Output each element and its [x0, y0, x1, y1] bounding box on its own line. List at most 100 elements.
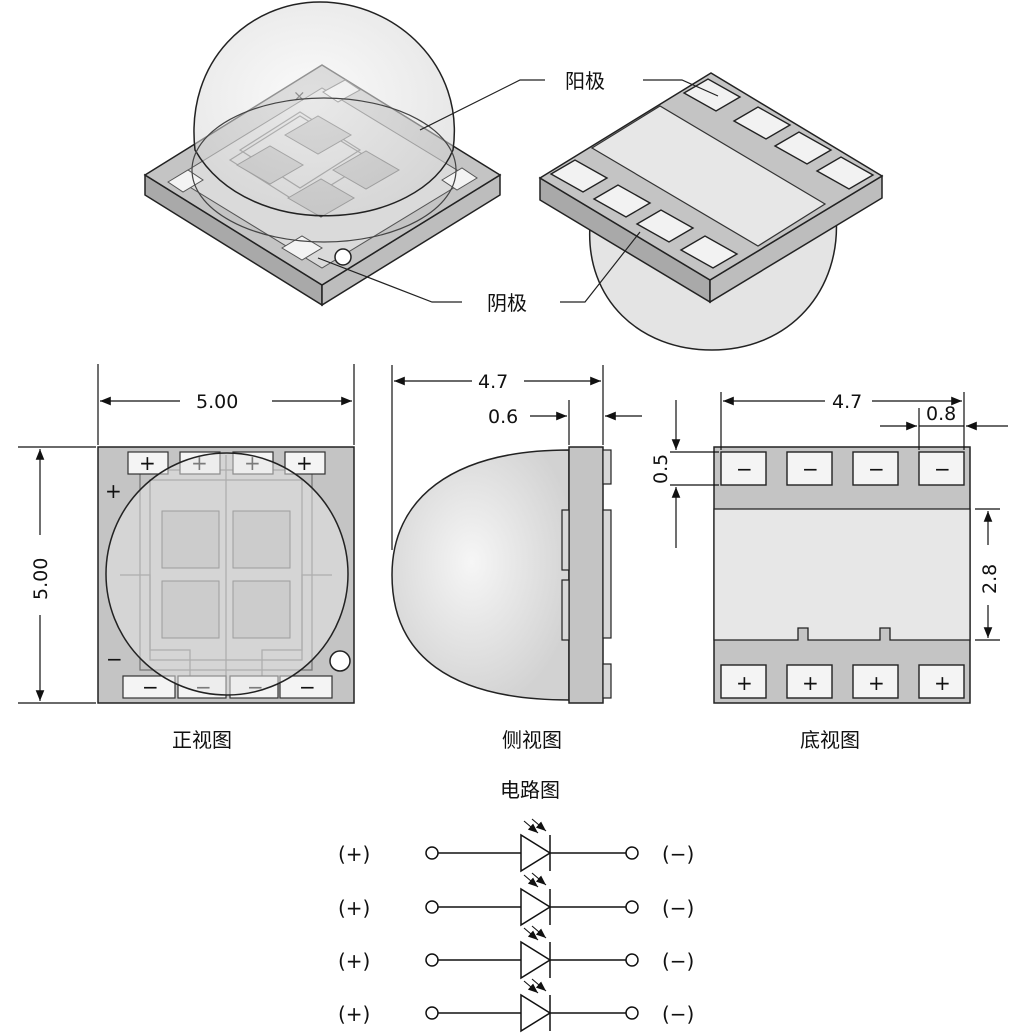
side-substrate	[568, 446, 604, 704]
iso-bottom-pad	[679, 235, 739, 269]
iso-bottom-pad	[773, 131, 833, 165]
bottom-bottom-pad-mark: +	[934, 671, 951, 695]
circuit-minus-label: (−)	[662, 949, 694, 973]
front-top-pad-mark: +	[296, 451, 313, 475]
bottom-top-pad-mark: −	[802, 457, 819, 481]
led-symbol	[520, 887, 552, 927]
circuit-terminal-minus	[625, 953, 639, 967]
led-light-arrow	[523, 980, 539, 994]
front-dimension-lines	[18, 364, 355, 704]
led-light-arrow	[531, 925, 547, 939]
front-height-label: 5.00	[30, 558, 52, 600]
bottom-width-label: 4.7	[832, 391, 862, 413]
iso-bottom-pad	[549, 159, 609, 193]
circuit-row: (+) (−)	[338, 925, 694, 980]
iso-lens	[193, 1, 456, 217]
led-light-arrow	[531, 872, 547, 886]
circuit-terminal-minus	[625, 1006, 639, 1020]
bottom-top-pad-mark: −	[934, 457, 951, 481]
iso-front-package: ×	[143, 1, 502, 307]
circuit-row: (+) (−)	[338, 872, 694, 927]
iso-bottom-pad	[732, 106, 792, 140]
circuit-terminal-plus	[425, 1006, 439, 1020]
iso-bottom-pad	[815, 156, 875, 190]
front-bottom-pad	[279, 675, 333, 699]
bottom-bottom-pad	[852, 664, 899, 699]
side-lens	[391, 449, 570, 701]
front-top-pad-mark: +	[139, 451, 156, 475]
side-dimension-lines	[391, 365, 642, 550]
bottom-top-pad-mark: −	[736, 457, 753, 481]
led-light-arrow	[531, 818, 547, 832]
led-symbol	[520, 940, 552, 980]
front-top-pad	[127, 451, 169, 475]
circuit-minus-label: (−)	[662, 1002, 694, 1026]
circuit-plus-label: (+)	[338, 949, 370, 973]
bottom-top-pad	[786, 451, 833, 486]
side-pad-label: 0.6	[488, 406, 518, 428]
front-view-caption: 正视图	[172, 728, 232, 752]
bottom-bottom-pad	[786, 664, 833, 699]
anode-label: 阳极	[565, 69, 605, 93]
bottom-top-pad	[918, 451, 965, 486]
circuit-terminal-plus	[425, 900, 439, 914]
circuit-row: (+) (−)	[338, 818, 694, 873]
led-symbol	[520, 833, 552, 873]
iso-bottom-pad	[635, 209, 695, 243]
iso-polarity-dot	[334, 248, 352, 266]
front-bottom-pad	[122, 675, 176, 699]
side-pad	[602, 663, 612, 699]
bottom-top-pad-mark: −	[868, 457, 885, 481]
bottom-bottom-pad-mark: +	[868, 671, 885, 695]
circuit-terminal-plus	[425, 846, 439, 860]
front-width-label: 5.00	[196, 391, 238, 413]
circuit-title: 电路图	[500, 778, 560, 802]
front-side-plus-mark: +	[105, 479, 122, 503]
led-light-arrow	[523, 927, 539, 941]
bottom-top-pad	[720, 451, 767, 486]
led-light-arrow	[531, 978, 547, 992]
circuit-terminal-minus	[625, 846, 639, 860]
side-pad	[602, 509, 612, 639]
circuit-terminal-plus	[425, 953, 439, 967]
side-view-caption: 侧视图	[502, 728, 562, 752]
circuit-plus-label: (+)	[338, 1002, 370, 1026]
front-view: + + + + − − − − + −	[97, 446, 355, 704]
circuit-row: (+) (−)	[338, 978, 694, 1033]
circuit-plus-label: (+)	[338, 896, 370, 920]
led-light-arrow	[523, 874, 539, 888]
led-light-arrow	[523, 820, 539, 834]
side-pad	[602, 449, 612, 485]
bottom-pad-height-label: 0.5	[650, 454, 672, 484]
bottom-view: − − − − + + + +	[713, 446, 971, 704]
bottom-center-recess	[713, 508, 971, 641]
bottom-pad-width-label: 0.8	[926, 403, 956, 425]
side-chip-edge	[561, 579, 570, 641]
front-side-minus-mark: −	[106, 647, 123, 671]
cathode-label: 阴极	[487, 291, 527, 315]
circuit-minus-label: (−)	[662, 896, 694, 920]
callout-lines	[317, 79, 719, 303]
bottom-center-label: 2.8	[979, 564, 1001, 594]
circuit-minus-label: (−)	[662, 842, 694, 866]
front-top-pad	[284, 451, 326, 475]
side-chip-edge	[561, 509, 570, 571]
side-depth-label: 4.7	[478, 371, 508, 393]
front-polarity-dot	[329, 650, 351, 672]
front-bottom-pad-mark: −	[142, 675, 159, 699]
bottom-bottom-pad	[918, 664, 965, 699]
circuit-diagram: (+) (−) (+) (−) (+) (−) (+) (−)	[338, 818, 694, 1033]
bottom-bottom-pad-mark: +	[736, 671, 753, 695]
bottom-top-pad	[852, 451, 899, 486]
circuit-terminal-minus	[625, 900, 639, 914]
iso-bottom-pad	[592, 184, 652, 218]
bottom-dimension-lines	[670, 392, 1008, 641]
front-lens	[105, 452, 349, 696]
side-view	[391, 446, 612, 704]
bottom-view-caption: 底视图	[800, 728, 860, 752]
bottom-bottom-pad-mark: +	[802, 671, 819, 695]
led-symbol	[520, 993, 552, 1033]
circuit-plus-label: (+)	[338, 842, 370, 866]
front-bottom-pad-mark: −	[299, 675, 316, 699]
